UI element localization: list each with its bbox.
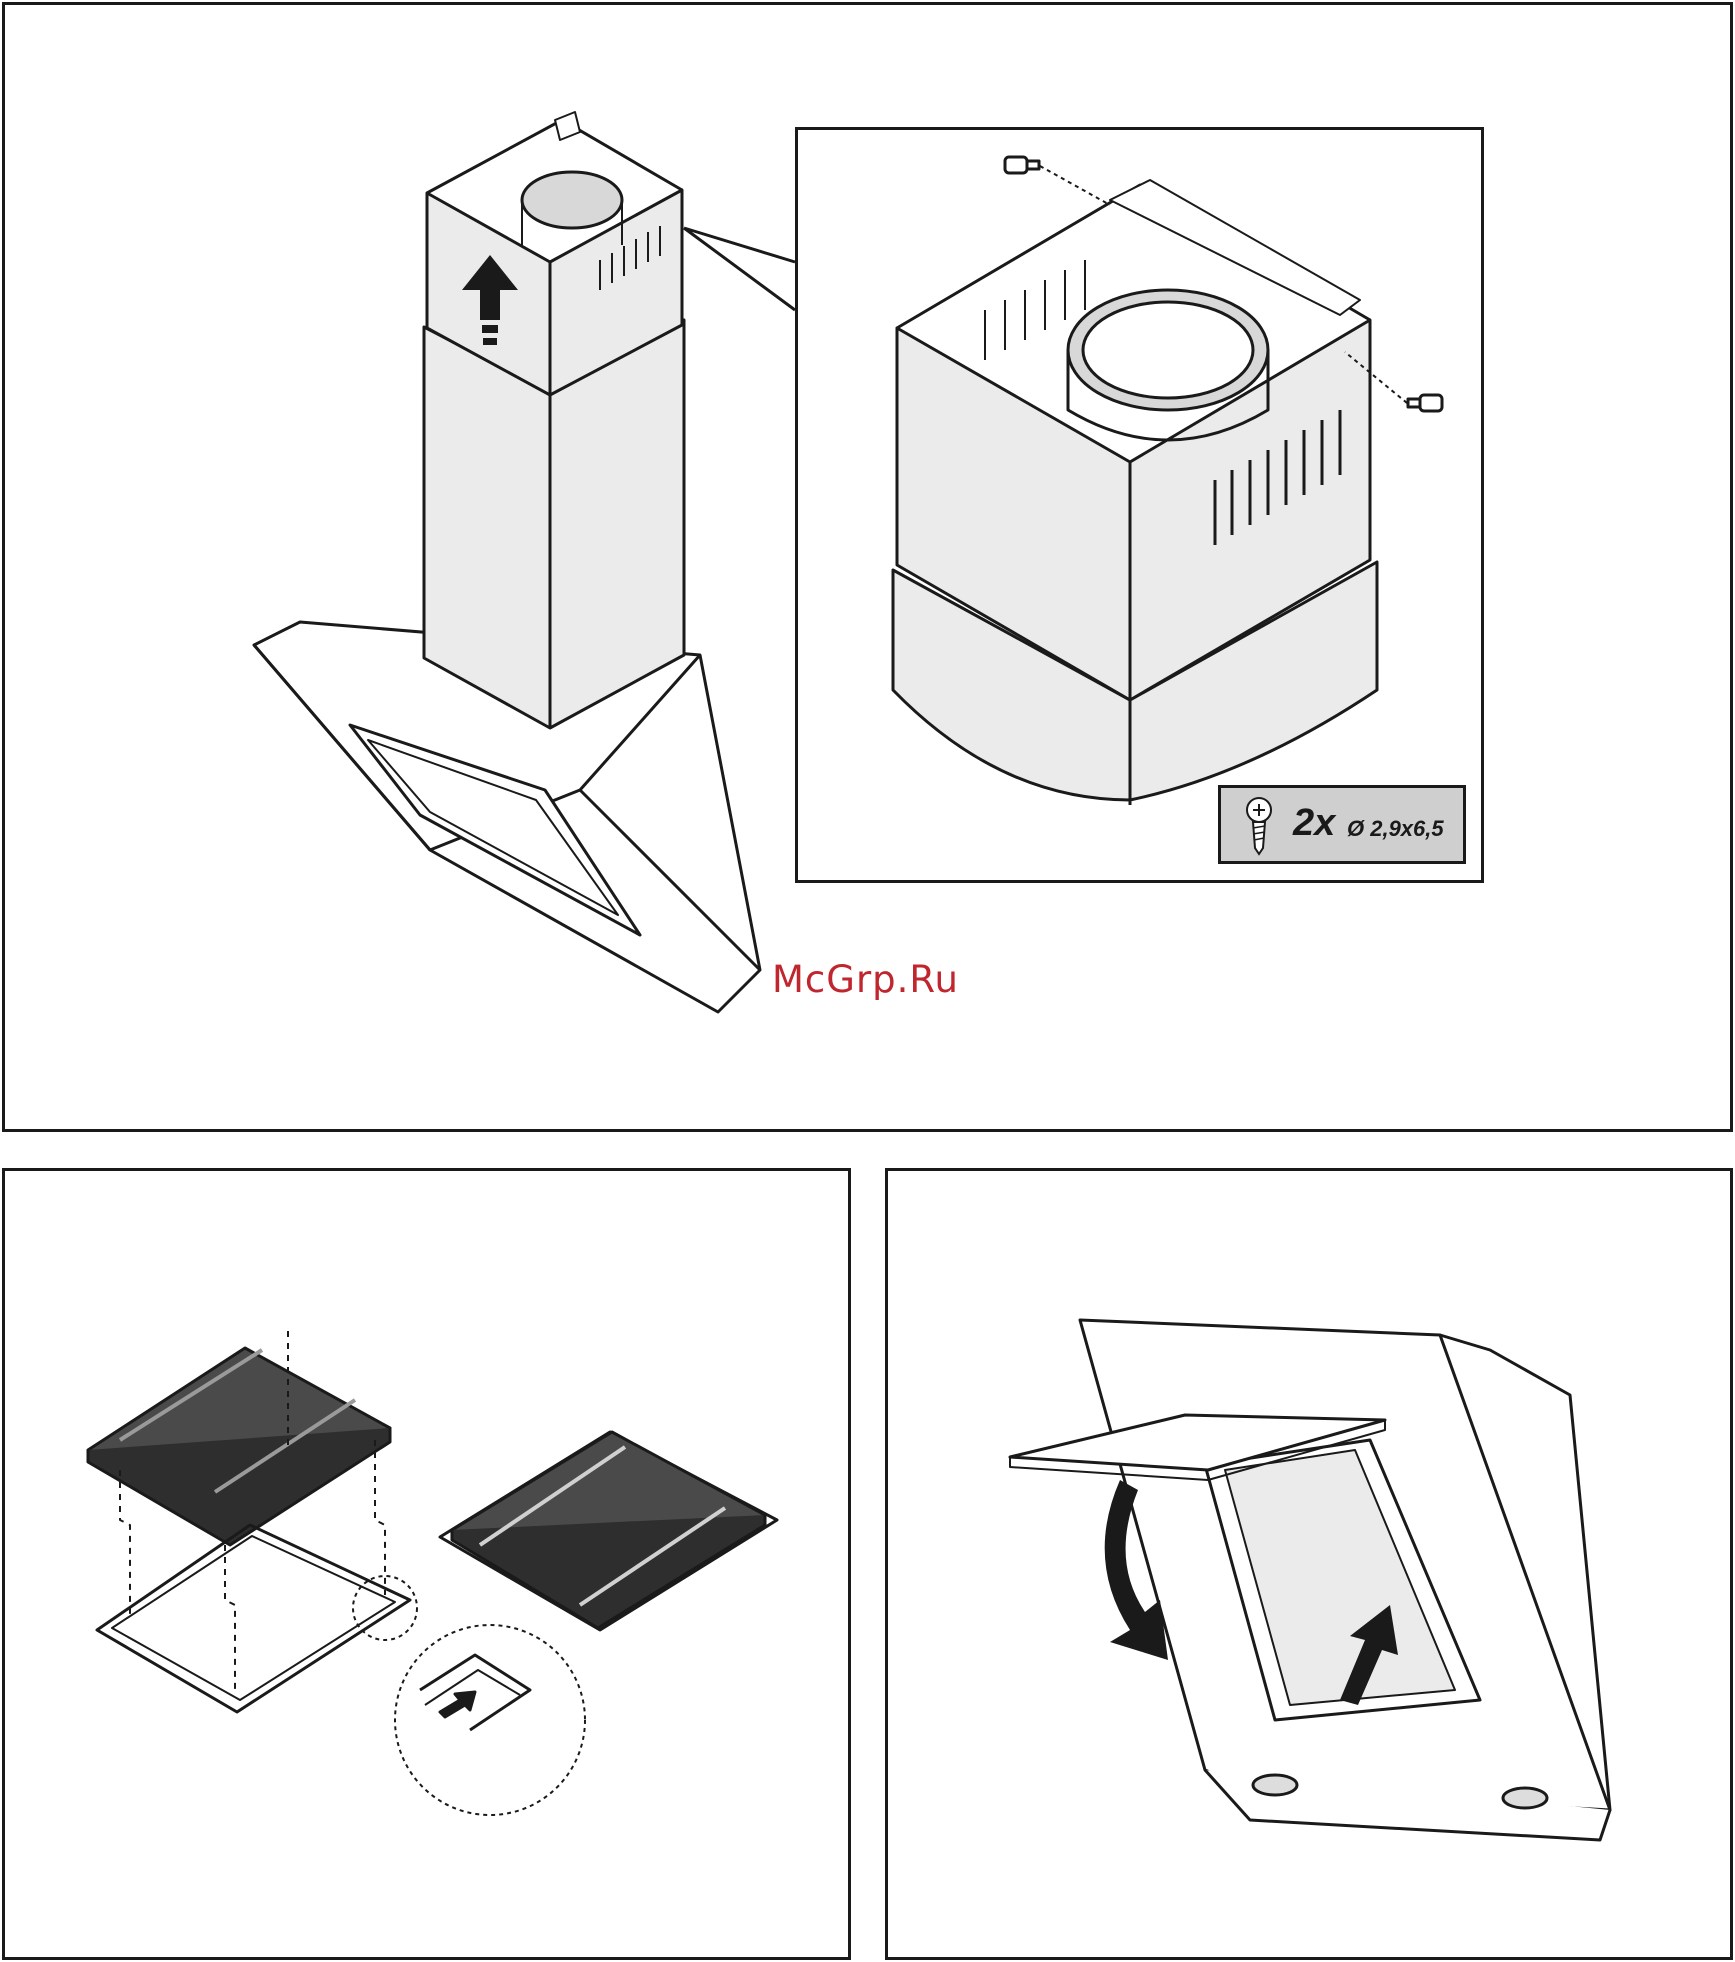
cover-open-illustration xyxy=(0,0,1735,1962)
